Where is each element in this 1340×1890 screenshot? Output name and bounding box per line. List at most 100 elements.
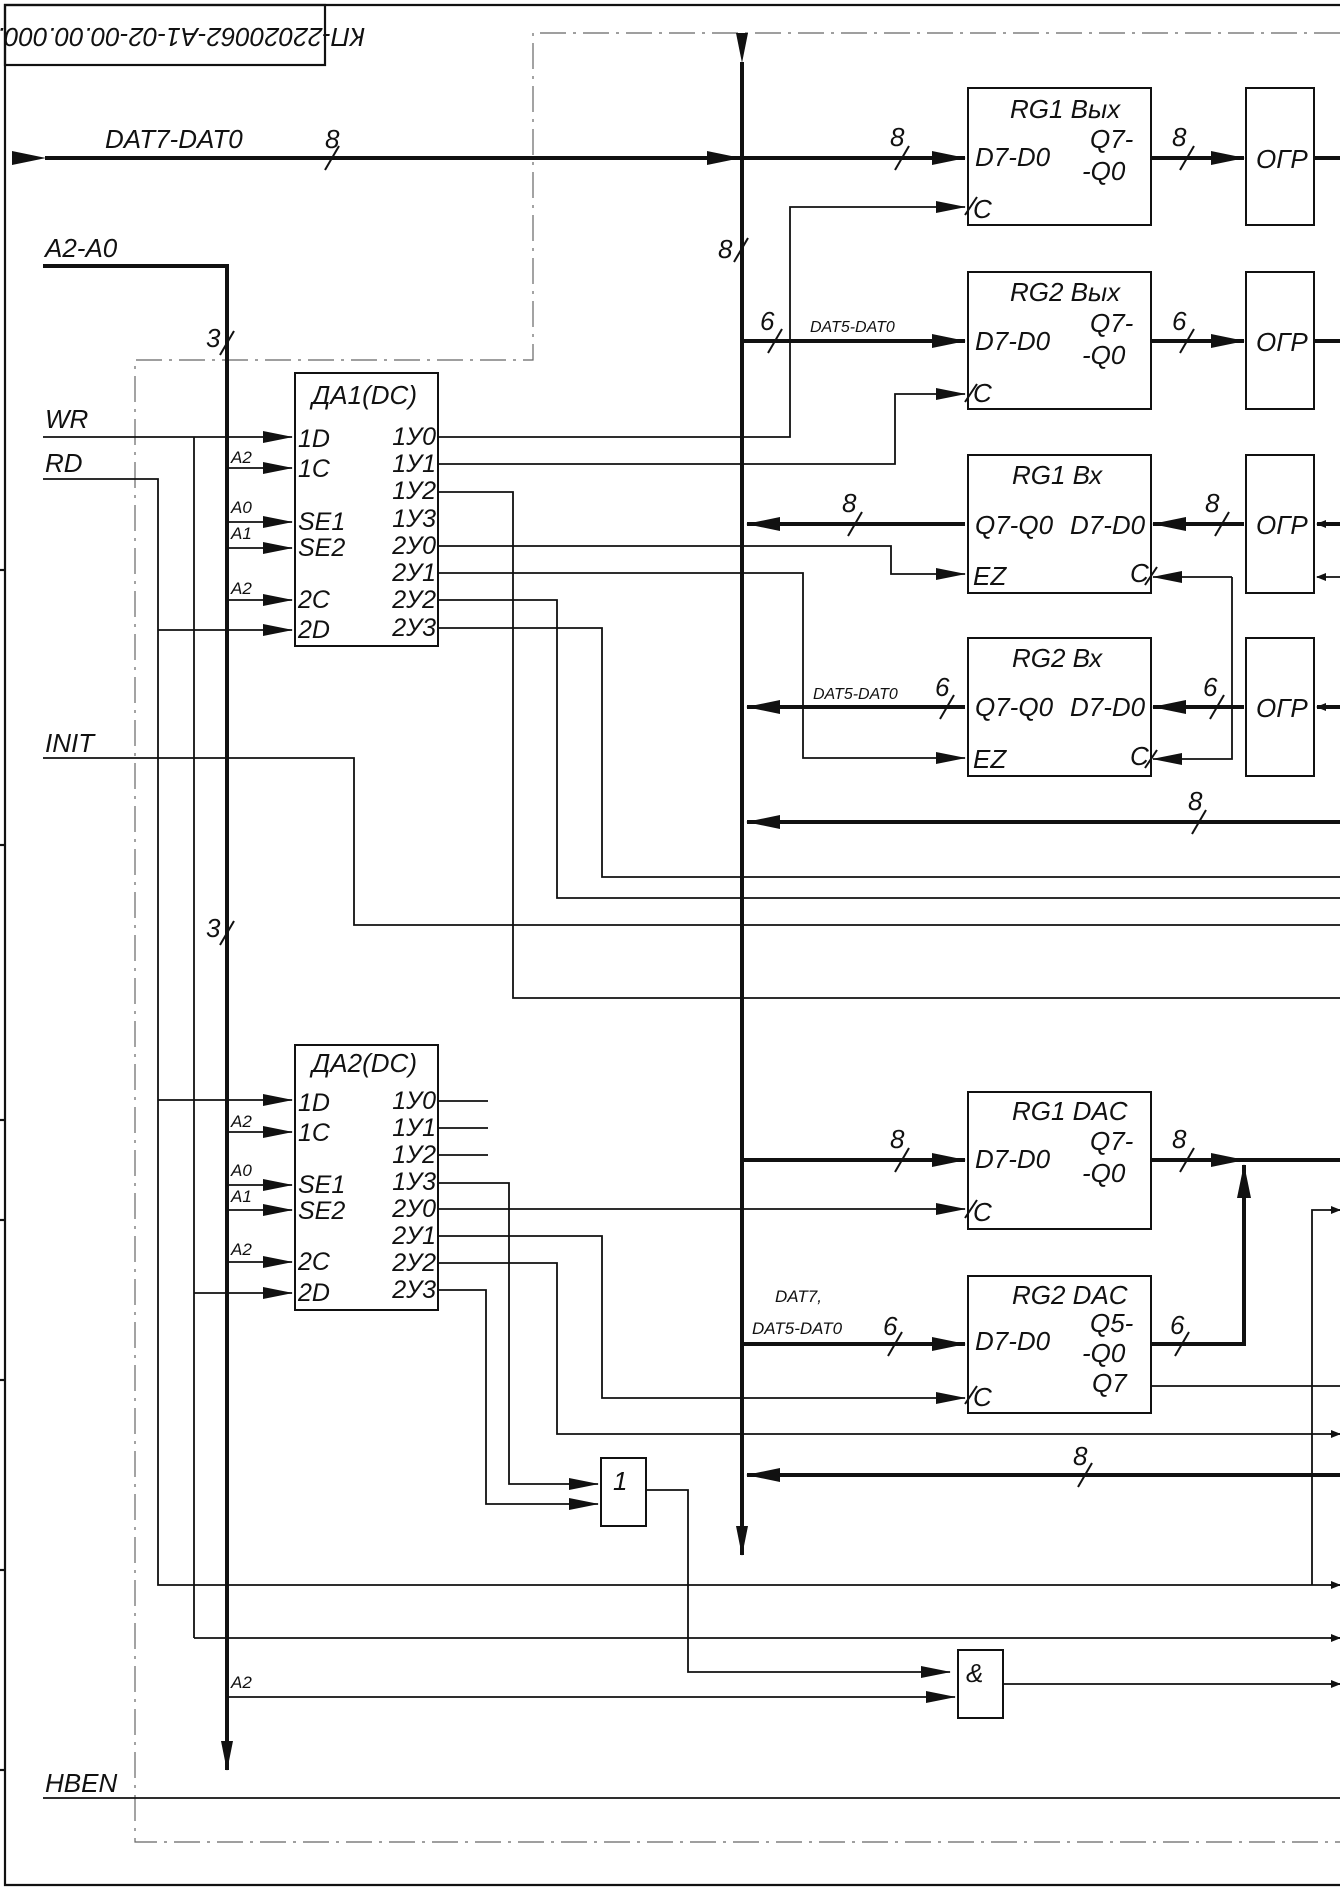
- da1-pin-1y3: 1У3: [392, 505, 436, 533]
- main-data-bus: DAT7-DAT0 8: [12, 124, 741, 171]
- da1-pin-1y2: 1У2: [392, 477, 436, 505]
- bus-width-label: 6: [1172, 306, 1187, 336]
- da1-pin-1y1: 1У1: [392, 450, 436, 478]
- addr-tag: A0: [230, 498, 252, 517]
- boundary-line: [134, 32, 1340, 1843]
- register-rg2-in: RG2 Вх Q7-Q0 D7-D0 EZ C 6 DAT5-DAT0 6: [746, 577, 1244, 777]
- addr-tag: A2: [230, 579, 252, 598]
- dat5-dat0-label: DAT5-DAT0: [752, 1319, 843, 1338]
- rg2dac-din: D7-D0: [975, 1326, 1051, 1356]
- drawing-frame: [0, 3, 1340, 1887]
- rg1out-title: RG1 Вых: [1010, 94, 1121, 124]
- hben-label: HBEN: [45, 1768, 117, 1798]
- decoder-da2: ДА2(DC) 1D 1C SE1 SE2 2C 2D 1У0 1У1 1У2 …: [158, 1044, 488, 1311]
- rg2out-q: Q7-: [1090, 308, 1134, 338]
- and-gate: & A2: [227, 1649, 1340, 1719]
- rg1out-c: C: [973, 194, 992, 224]
- dat7-label: DAT7,: [775, 1287, 822, 1306]
- addr-tag: A2: [230, 1673, 252, 1692]
- rg2in-ez: EZ: [973, 744, 1007, 774]
- bus-width-label: 8: [1172, 1124, 1187, 1154]
- rg2out-title: RG2 Вых: [1010, 277, 1121, 307]
- da1-pin-1c: 1C: [298, 455, 331, 483]
- da2-pin-1c: 1C: [298, 1119, 331, 1147]
- dat5-dat0-label: DAT5-DAT0: [813, 686, 898, 703]
- bus-width-label: 6: [1203, 672, 1218, 702]
- da2-pin-se1: SE1: [298, 1171, 345, 1199]
- limiter-2: ОГР: [1245, 271, 1340, 410]
- da2-pin-2y3: 2У3: [391, 1276, 436, 1304]
- da2-pin-2c: 2C: [297, 1248, 331, 1276]
- rg1in-c: C: [1130, 558, 1149, 588]
- da2-pin-1y1: 1У1: [392, 1114, 436, 1142]
- rg1dac-q: -Q0: [1082, 1158, 1126, 1188]
- da1-pin-se1: SE1: [298, 508, 345, 536]
- rg2dac-title: RG2 DAC: [1012, 1280, 1128, 1310]
- bus-width-label: 8: [718, 234, 733, 264]
- da1-title: ДА1(DC): [309, 380, 417, 410]
- bus-width-label: 8: [1188, 786, 1203, 816]
- address-bus: A2-A0 3 3: [43, 233, 235, 1771]
- register-rg2-dac: RG2 DAC D7-D0 Q5- -Q0 Q7 C 6 DAT7, DAT5-…: [742, 1164, 1340, 1414]
- da2-pin-1y3: 1У3: [392, 1168, 436, 1196]
- da2-pin-1y0: 1У0: [392, 1087, 436, 1115]
- register-rg2-out: RG2 Вых D7-D0 Q7- -Q0 C 6 DAT5-DAT0 6: [742, 271, 1245, 410]
- bus-width-label: 8: [890, 122, 905, 152]
- register-rg1-dac: RG1 DAC D7-D0 Q7- -Q0 C 8 8: [742, 1091, 1340, 1230]
- or-gate: 1: [600, 1457, 951, 1678]
- and-gate-label: &: [966, 1658, 983, 1688]
- bus-width-label: 8: [325, 124, 340, 154]
- da1-pin-se2: SE2: [298, 534, 345, 562]
- right-wiring: 8: [746, 1206, 1340, 1688]
- rg2in-q: Q7-Q0: [975, 692, 1054, 722]
- decoder-da1: ДА1(DC) 1D 1C SE1 SE2 2C 2D 1У0 1У1 1У2 …: [158, 372, 439, 647]
- rg2out-din: D7-D0: [975, 326, 1051, 356]
- addr-tag: A2: [230, 448, 252, 467]
- da2-pin-2d: 2D: [297, 1279, 330, 1307]
- rg2in-din: D7-D0: [1070, 692, 1146, 722]
- limiter-label: ОГР: [1256, 144, 1308, 174]
- addr-tag: A2: [230, 1240, 252, 1259]
- register-rg1-in: RG1 Вх Q7-Q0 D7-D0 EZ C 8 8: [746, 454, 1244, 594]
- da1-pin-2y2: 2У2: [391, 586, 436, 614]
- rg2dac-q: Q5-: [1090, 1308, 1134, 1338]
- bus-width-label: 6: [935, 672, 950, 702]
- bus-width-label: 6: [760, 306, 775, 336]
- rd-label: RD: [45, 448, 83, 478]
- limiter-4: ОГР: [1245, 637, 1340, 777]
- rg1out-q: -Q0: [1082, 156, 1126, 186]
- rg2out-c: C: [973, 378, 992, 408]
- drawing-stamp: КП-22020062-А1-02-00.00.000.Э1: [0, 22, 365, 52]
- da2-outputs: [438, 1182, 1340, 1510]
- rg1in-din: D7-D0: [1070, 510, 1146, 540]
- da2-pin-se2: SE2: [298, 1197, 345, 1225]
- rg1dac-din: D7-D0: [975, 1144, 1051, 1174]
- bus-width-label: 8: [1205, 488, 1220, 518]
- da1-pin-2c: 2C: [297, 586, 331, 614]
- addr-tag: A2: [230, 1112, 252, 1131]
- bus-width-label: 8: [1172, 122, 1187, 152]
- dat5-dat0-label: DAT5-DAT0: [810, 319, 895, 336]
- rg2dac-c: C: [973, 1382, 992, 1412]
- da1-pin-2y0: 2У0: [391, 532, 436, 560]
- rg1in-q: Q7-Q0: [975, 510, 1054, 540]
- bus-width-label: 6: [1170, 1310, 1185, 1340]
- rg1dac-title: RG1 DAC: [1012, 1096, 1128, 1126]
- da2-pin-1d: 1D: [298, 1089, 330, 1117]
- limiter-label: ОГР: [1256, 510, 1308, 540]
- rg1in-ez: EZ: [973, 561, 1007, 591]
- bus-width-label: 3: [206, 323, 221, 353]
- rg1out-din: D7-D0: [975, 142, 1051, 172]
- da2-pin-2y0: 2У0: [391, 1195, 436, 1223]
- wr-label: WR: [45, 404, 88, 434]
- da1-pin-1y0: 1У0: [392, 423, 436, 451]
- limiter-label: ОГР: [1256, 693, 1308, 723]
- bus-width-label: 8: [1073, 1441, 1088, 1471]
- stamp-number: КП-22020062-А1-02-00.00.000.Э1: [0, 22, 365, 52]
- bus-width-label: 8: [890, 1124, 905, 1154]
- addr-tag: A0: [230, 1161, 252, 1180]
- bus-width-label: 3: [206, 913, 221, 943]
- rg2out-q: -Q0: [1082, 340, 1126, 370]
- da1-pin-2y3: 2У3: [391, 614, 436, 642]
